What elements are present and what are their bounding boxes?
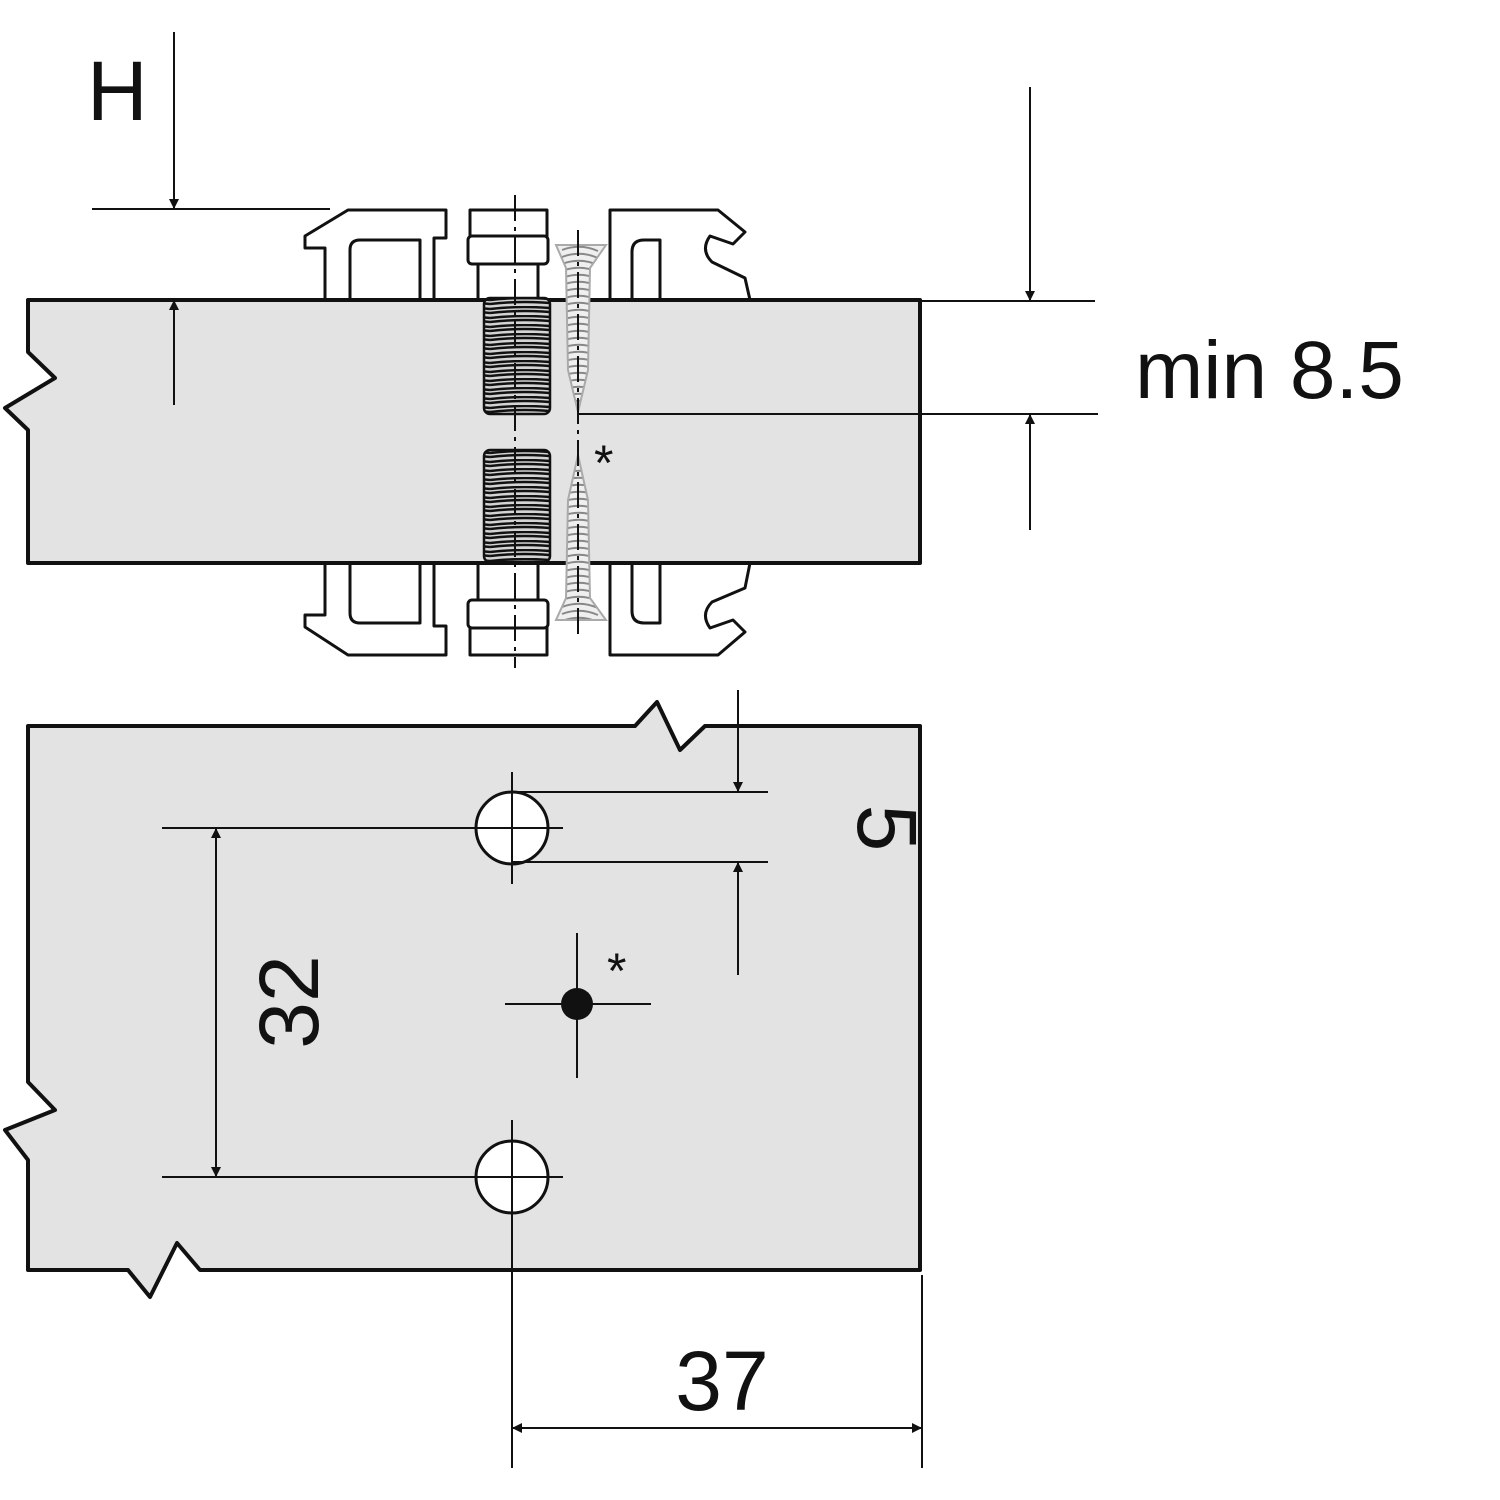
footnote-marker-section: * — [594, 435, 613, 491]
dimension-edge-distance — [512, 1275, 923, 1468]
hole-offset-label: 5 — [840, 805, 934, 852]
plan-view: * 5 32 37 — [3, 690, 934, 1468]
upper-dowel — [482, 296, 552, 416]
footnote-marker-plan: * — [607, 943, 626, 999]
edge-distance-label: 37 — [675, 1334, 768, 1428]
h-label: H — [87, 44, 148, 138]
section-view: H min 8.5 * — [3, 32, 1404, 668]
dimension-h — [92, 32, 330, 405]
dimension-min-thickness — [578, 87, 1098, 530]
lower-hole — [162, 1120, 563, 1468]
upper-mounting-plate — [303, 208, 752, 302]
hole-spacing-label: 32 — [242, 955, 336, 1048]
min-thickness-label: min 8.5 — [1135, 325, 1404, 416]
panel-plan — [3, 700, 922, 1299]
screw-point — [505, 933, 651, 1078]
lower-dowel — [482, 448, 552, 564]
lower-wood-screw — [554, 454, 608, 621]
upper-wood-screw — [554, 244, 608, 413]
panel-section — [3, 298, 922, 565]
lower-mounting-plate — [303, 561, 752, 657]
dimension-hole-offset — [512, 690, 768, 975]
